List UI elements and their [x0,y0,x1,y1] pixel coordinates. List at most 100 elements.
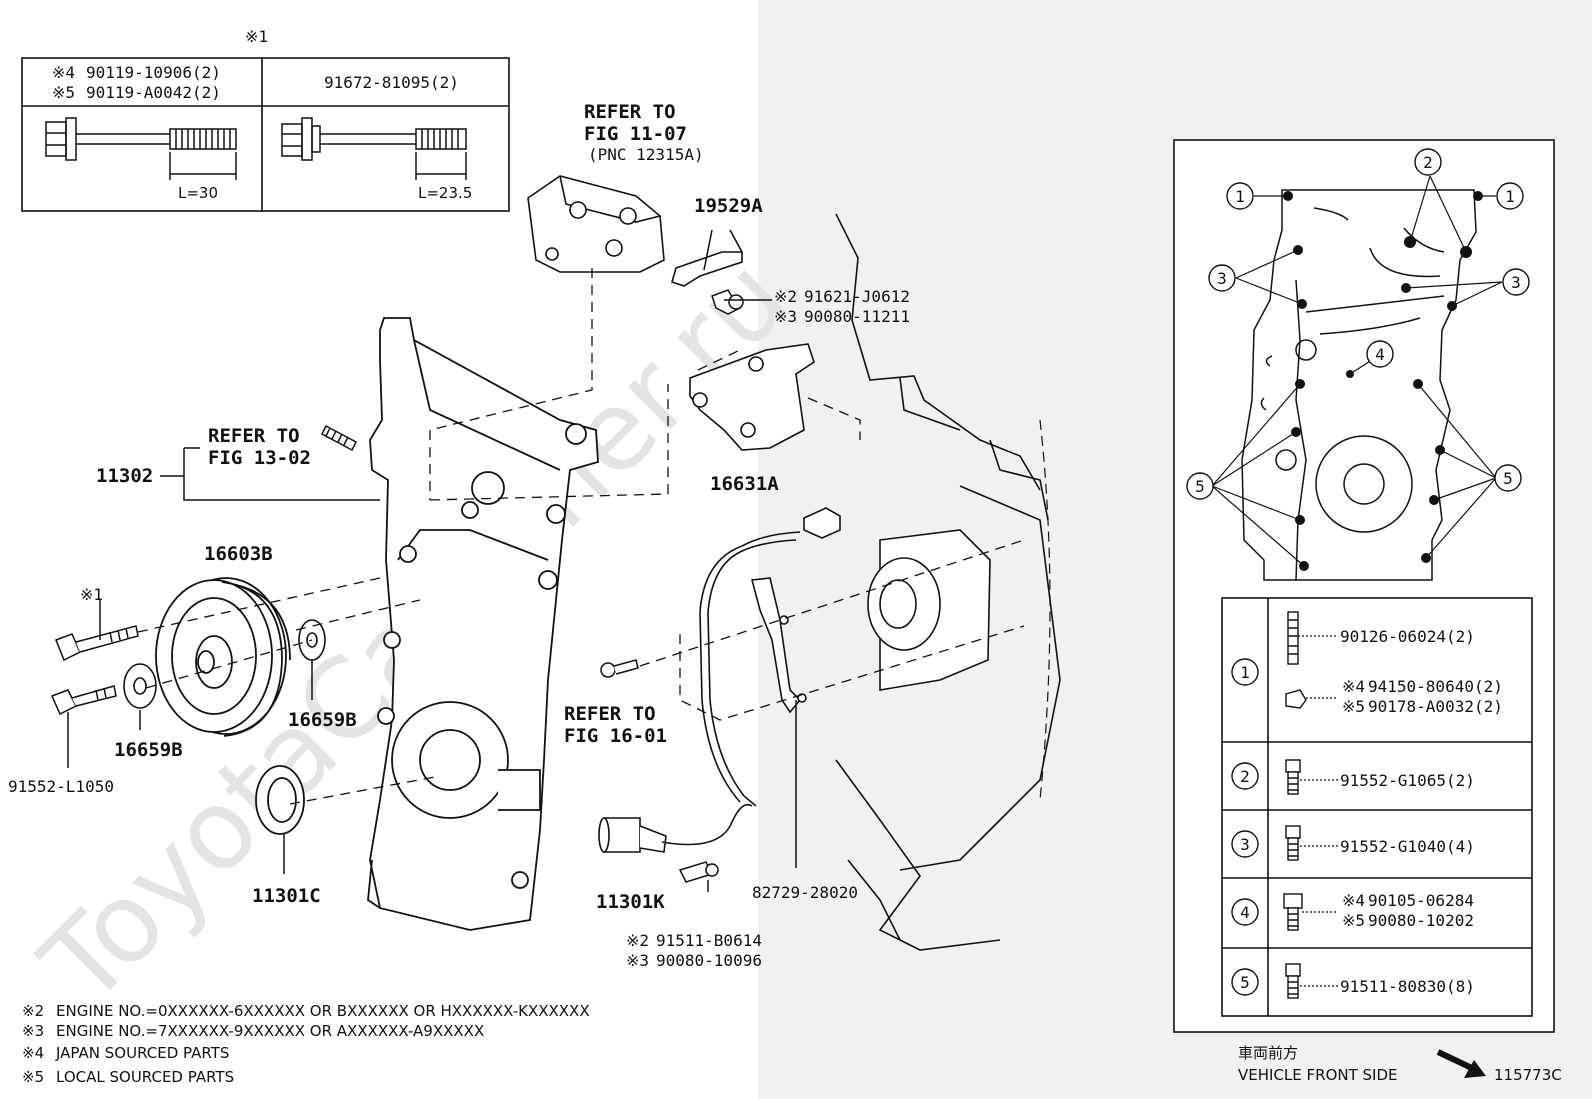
long-bolt-icon [45,117,237,180]
footnote-4: JAPAN SOURCED PARTS [55,1044,229,1062]
legend-4-mark4: ※4 [1342,891,1365,910]
legend-number-circles [1231,658,1259,996]
callout-1-right: 1 [1505,187,1515,206]
label-91511-b0614: 91511-B0614 [656,931,762,950]
table-mark-4: ※4 [52,63,75,82]
legend-3-bolt: 91552-G1040(4) [1340,837,1475,856]
table-mark-5: ※5 [52,83,75,102]
label-16603b: 16603B [204,543,273,565]
bracket-16631a [689,343,815,451]
footnote-mark-2: ※2 [22,1002,44,1020]
callout-4: 4 [1375,345,1385,364]
table-left-line2: 90119-A0042(2) [86,83,221,102]
callout-1-left: 1 [1235,187,1245,206]
label-91552-l1050: 91552-L1050 [8,777,114,796]
label-16659b-left: 16659B [114,739,183,761]
figure-id: 115773C [1494,1066,1562,1084]
callout-2: 2 [1423,153,1433,172]
oil-seal-11301c [255,765,305,835]
legend-4-mark5: ※5 [1342,911,1365,930]
engine-mount-bracket [527,175,665,273]
label-16659b-right: 16659B [288,709,357,731]
vehicle-front-en: VEHICLE FRONT SIDE [1238,1066,1398,1084]
pulley-bolt-icon [55,625,139,662]
stud-bolt-icon [321,424,357,452]
bolt-91511-b0614-icon [678,861,719,883]
table-mark-1: ※1 [245,27,268,46]
legend-leaders [1298,635,1338,987]
vehicle-front-jp: 車両前方 [1238,1044,1298,1062]
legend-part-icons [1283,611,1307,999]
bolt-91621-icon [711,289,744,315]
table-left-line1: 90119-10906(2) [86,63,221,82]
callout-5-left: 5 [1195,477,1205,496]
leader-lines [67,229,797,892]
callout-leaders [1211,175,1503,567]
label-90080-11211: 90080-11211 [804,307,910,326]
label-11301k: 11301K [596,891,665,913]
ref-11-07-line2: FIG 11-07 [584,123,687,145]
ref-11-07-line3: (PNC 12315A) [588,145,704,164]
engine-block-outline [835,213,1061,951]
mark-1-pulley-bolt: ※1 [80,585,103,604]
legend-num-3: 3 [1240,835,1250,854]
bolt-table [21,57,510,212]
cover-outline-small [1241,189,1477,581]
callout-3-right: 3 [1511,273,1521,292]
footnote-mark-5: ※5 [22,1068,44,1086]
crankshaft-pulley-16603b [155,577,291,737]
bolt-location-panel [1173,139,1555,1033]
table-right-length: L=23.5 [418,184,472,202]
mark-2-91511: ※2 [626,931,649,950]
ref-16-01-line1: REFER TO [564,703,656,725]
legend-2-bolt: 91552-G1065(2) [1340,771,1475,790]
washer-16659b-left [123,663,157,709]
ref-13-02-line1: REFER TO [208,425,300,447]
legend-num-1: 1 [1240,663,1250,682]
wire-bracket-19529a [671,229,743,287]
flange-bolt-icon [281,117,467,180]
legend-1-nut-jp: 94150-80640(2) [1368,677,1503,696]
legend-4-bolt-jp: 90105-06284 [1368,891,1474,910]
footnote-2: ENGINE NO.=0XXXXXX-6XXXXXX OR BXXXXXX OR… [56,1002,590,1020]
ref-16-01-line2: FIG 16-01 [564,725,667,747]
legend-5-bolt: 91511-80830(8) [1340,977,1475,996]
table-right-part: 91672-81095(2) [324,73,459,92]
label-11302: 11302 [96,465,153,487]
bolt-refer-16-01-icon [600,659,639,678]
label-90080-10096: 90080-10096 [656,951,762,970]
mark-2-91621: ※2 [774,287,797,306]
legend-num-2: 2 [1240,767,1250,786]
label-82729-28020: 82729-28020 [752,883,858,902]
crank-sensor-11301k [598,803,753,853]
ref-11-07-line1: REFER TO [584,101,676,123]
legend-1-mark4: ※4 [1342,677,1365,696]
mark-3-90080: ※3 [774,307,797,326]
legend-1-nut-local: 90178-A0032(2) [1368,697,1503,716]
footnote-5: LOCAL SOURCED PARTS [56,1068,234,1086]
label-19529a: 19529A [694,195,763,217]
footnote-3: ENGINE NO.=7XXXXXX-9XXXXXX OR AXXXXXX-A9… [56,1022,484,1040]
engine-hidden-line [1039,419,1051,801]
label-16631a: 16631A [710,473,779,495]
table-left-length: L=30 [178,184,218,202]
legend-table [1221,597,1533,1017]
callout-circles [1186,148,1530,500]
label-91621-j0612: 91621-J0612 [804,287,910,306]
legend-num-4: 4 [1240,903,1250,922]
legend-1-stud: 90126-06024(2) [1340,627,1475,646]
footnote-mark-3: ※3 [22,1022,44,1040]
legend-num-5: 5 [1240,973,1250,992]
bolt-dots [1283,191,1483,571]
dashed-leaders [137,268,1025,805]
mark-3-90080-10096: ※3 [626,951,649,970]
callout-5-right: 5 [1503,469,1513,488]
legend-1-mark5: ※5 [1342,697,1365,716]
label-11301c: 11301C [252,885,321,907]
front-arrow-icon [1436,1049,1486,1078]
wire-harness-82729 [699,507,841,807]
footnote-mark-4: ※4 [22,1044,44,1062]
legend-4-bolt-local: 90080-10202 [1368,911,1474,930]
